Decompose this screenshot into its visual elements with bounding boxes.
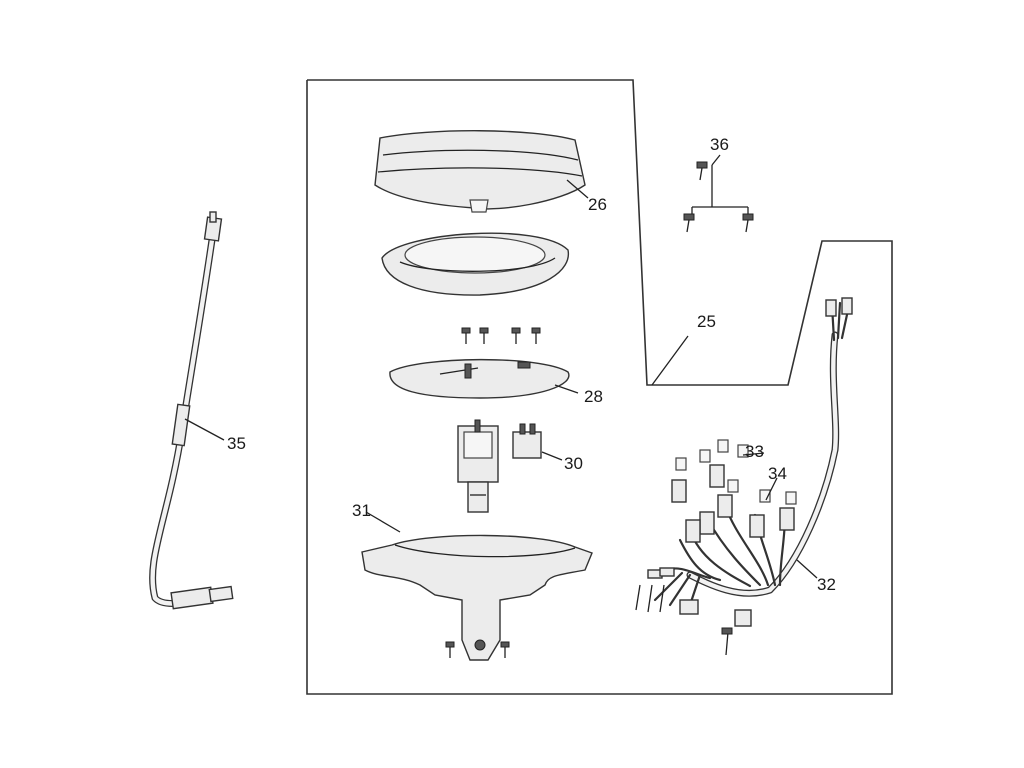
meter-case <box>361 511 593 661</box>
callout-28: 28 <box>584 387 603 406</box>
callout-25: 25 <box>697 312 716 331</box>
callout-35: 35 <box>227 434 246 453</box>
screw-set-top <box>461 327 541 344</box>
wire-harness <box>635 297 853 656</box>
callout-26: 26 <box>588 195 607 214</box>
callout-34: 34 <box>768 464 787 483</box>
speed-sensor-unit <box>457 419 499 513</box>
callout-32: 32 <box>817 575 836 594</box>
assembly-frame <box>306 79 893 695</box>
callout-30: 30 <box>564 454 583 473</box>
meter-cover <box>374 130 589 213</box>
meter-lens <box>381 232 570 296</box>
speedometer-cable <box>149 211 234 610</box>
meter-board <box>389 358 579 399</box>
screw-group <box>683 154 754 233</box>
callout-36: 36 <box>710 135 729 154</box>
screw-set-bottom <box>445 641 510 658</box>
callout-33: 33 <box>745 442 764 461</box>
bulb-socket <box>512 423 563 461</box>
callout-31: 31 <box>352 501 371 520</box>
